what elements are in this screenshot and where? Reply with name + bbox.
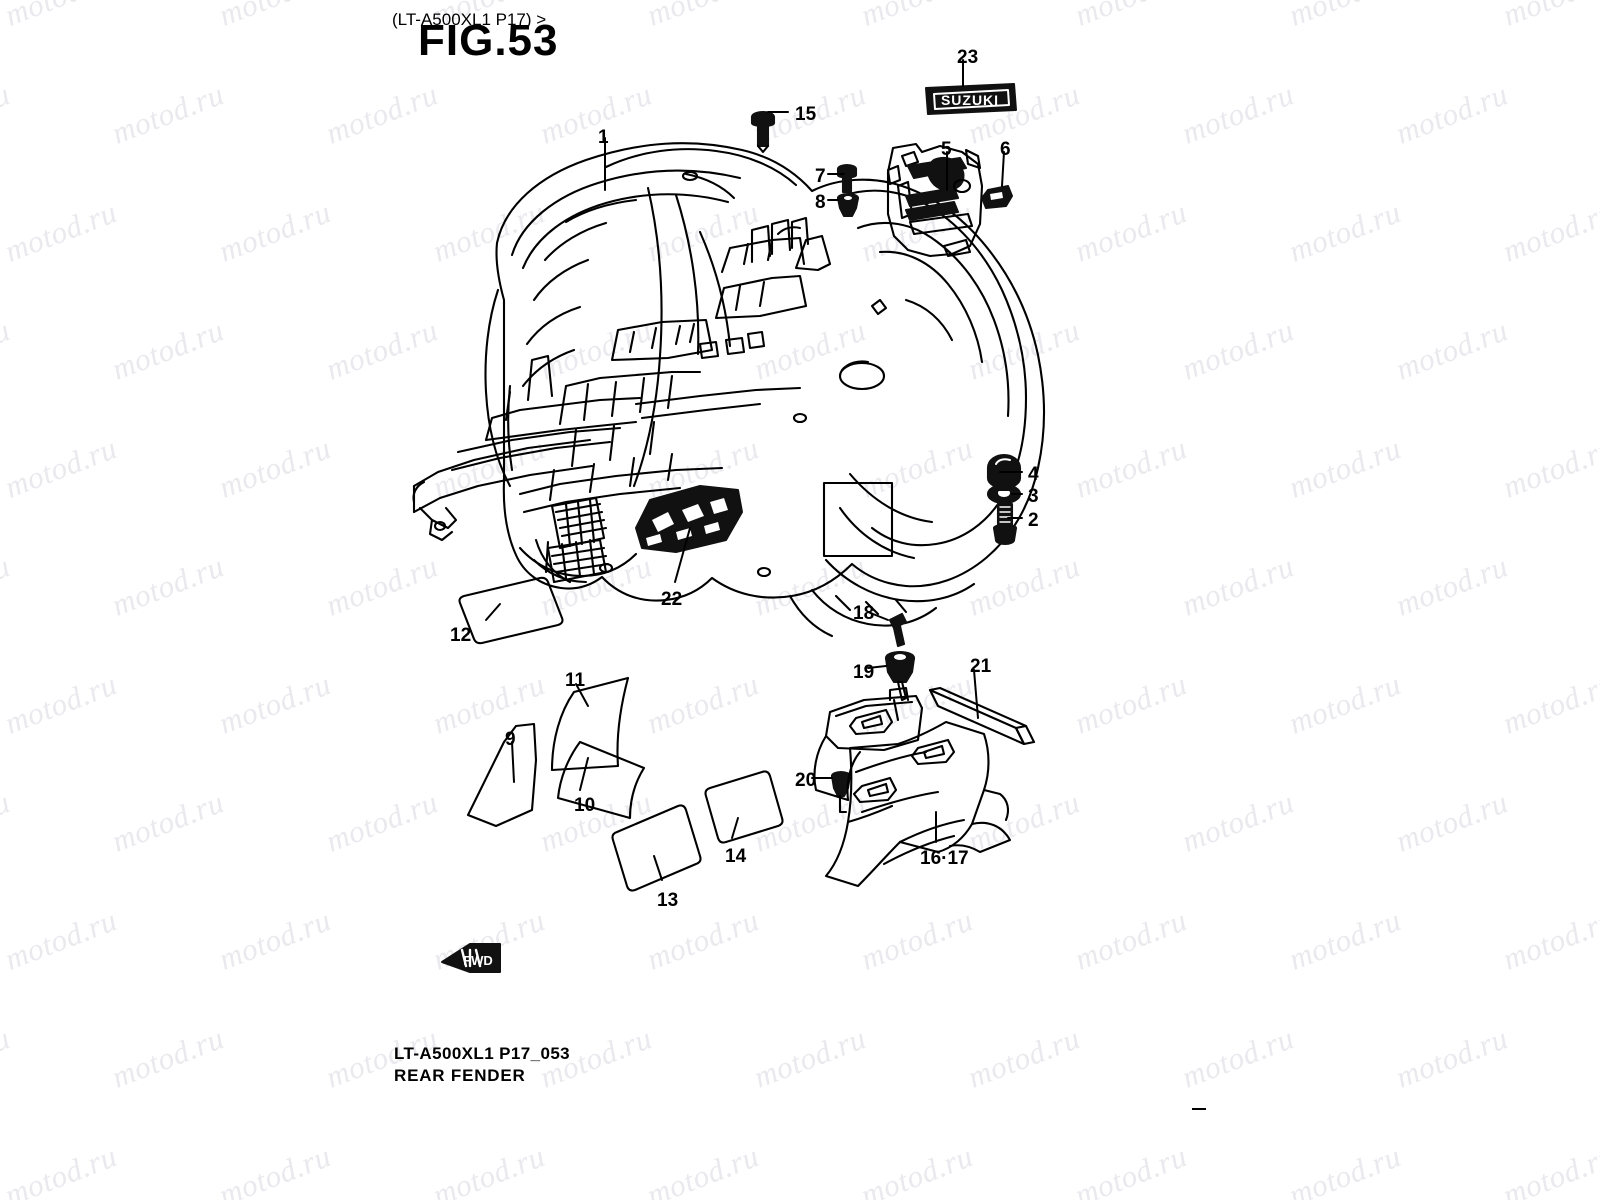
screw-item7 — [836, 163, 858, 194]
svg-text:SUZUKI: SUZUKI — [941, 92, 999, 108]
svg-text:FWD: FWD — [463, 953, 493, 968]
bumper-item16-17 — [813, 686, 1012, 888]
decal-item13 — [611, 804, 702, 892]
fender-inner-structure — [412, 170, 888, 584]
figure-model-code: (LT-A500XL1 P17) > — [392, 10, 547, 29]
bolt-item2 — [992, 502, 1018, 546]
callout-number-7: 7 — [815, 166, 826, 187]
screw-item15 — [750, 110, 776, 154]
edge-dash-artifact — [1192, 1108, 1206, 1110]
screw-item18 — [888, 612, 908, 648]
caption-code: LT-A500XL1 P17_053 — [394, 1044, 571, 1063]
callout-number-4: 4 — [1028, 464, 1039, 485]
callout-number-22: 22 — [661, 589, 683, 610]
callout-number-18: 18 — [853, 603, 875, 624]
decal-item11 — [550, 676, 630, 772]
callout-number-6: 6 — [1000, 139, 1011, 160]
callout-number-13: 13 — [657, 890, 679, 911]
callout-number-2: 2 — [1028, 510, 1039, 531]
callout-number-19: 19 — [853, 662, 875, 683]
callout-number-20: 20 — [795, 770, 817, 791]
bracket-item5 — [886, 142, 984, 258]
callout-number-3: 3 — [1028, 486, 1039, 507]
callout-number-21: 21 — [970, 656, 992, 677]
strip-item21 — [928, 686, 1036, 746]
fwd-arrow-marker: FWD — [441, 943, 501, 973]
callout-number-9: 9 — [505, 729, 516, 750]
callout-number-8: 8 — [815, 192, 826, 213]
callout-number-14: 14 — [725, 846, 747, 867]
suzuki-emblem-item23: SUZUKI — [925, 83, 1017, 115]
clip-item6 — [981, 185, 1013, 209]
leader-lines — [485, 59, 1023, 881]
figure-title: FIG.53 — [418, 16, 559, 65]
callout-number-12: 12 — [450, 625, 472, 646]
callout-number-23: 23 — [957, 47, 979, 68]
callout-number-15: 15 — [795, 104, 817, 125]
decal-item10 — [556, 740, 646, 820]
callout-number-1: 1 — [598, 127, 609, 148]
rear-fender-body — [412, 142, 1046, 638]
nut-item8 — [836, 192, 860, 218]
caption-name: REAR FENDER — [394, 1066, 526, 1085]
callout-number-5: 5 — [941, 139, 952, 160]
decal-item14 — [704, 770, 784, 844]
callout-number-16-17: 16·17 — [920, 848, 969, 869]
label-item12 — [458, 576, 564, 645]
emblem-4x4-item22 — [635, 485, 743, 553]
callout-number-11: 11 — [565, 670, 586, 691]
decal-item9 — [466, 722, 538, 828]
callout-number-10: 10 — [574, 795, 596, 816]
grommet-item19 — [884, 650, 916, 702]
